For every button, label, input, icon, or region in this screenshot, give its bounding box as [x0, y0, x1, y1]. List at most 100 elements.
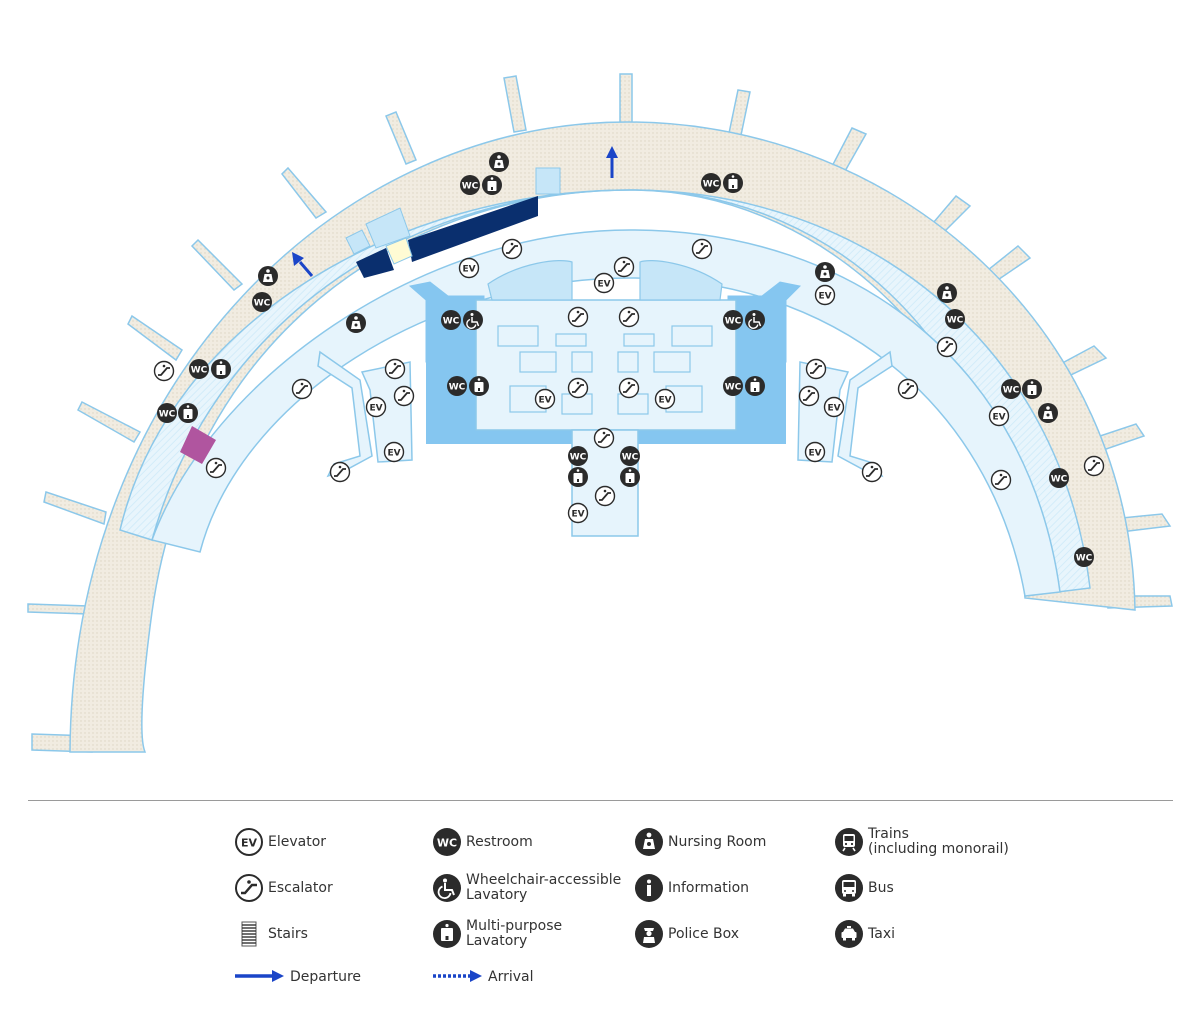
police-box-icon — [634, 919, 664, 949]
escalator-icon — [393, 385, 415, 407]
wheelchair-icon — [463, 310, 483, 330]
elevator-label: EV — [827, 404, 840, 414]
escalator-icon — [594, 485, 616, 507]
legend-label: Elevator — [268, 833, 327, 850]
legend-label: Escalator — [268, 879, 333, 896]
legend-label: Taxi — [868, 925, 895, 942]
restroom-icon: WC — [945, 309, 965, 329]
escalator-icon — [567, 377, 589, 399]
restroom-icon: WC — [447, 376, 467, 396]
restroom-icon: WC — [189, 359, 209, 379]
escalator-icon — [805, 358, 827, 380]
elevator-label: EV — [369, 404, 382, 414]
legend-item-stairs: Stairs — [234, 919, 308, 949]
legend-item-wheelchair: Wheelchair-accessible Lavatory — [432, 873, 621, 903]
navy-small-block — [356, 248, 394, 278]
navy-block — [408, 196, 538, 262]
legend-item-information: Information — [634, 873, 749, 903]
restroom-label: WC — [191, 366, 208, 376]
restroom-label: WC — [462, 182, 479, 192]
multipurpose-lavatory-icon — [469, 376, 489, 396]
restroom-icon: WC — [568, 446, 588, 466]
legend-item-bus: Bus — [834, 873, 894, 903]
multipurpose-lavatory-icon — [482, 175, 502, 195]
information-icon — [634, 873, 664, 903]
restroom-label: WC — [437, 837, 457, 850]
flow-arrows — [292, 146, 618, 277]
elevator-label: EV — [992, 413, 1005, 423]
legend-item-elevator: EV Elevator — [234, 827, 326, 857]
legend-item-taxi: Taxi — [834, 919, 895, 949]
legend-item-trains: Trains (including monorail) — [834, 827, 1009, 857]
special-areas — [180, 167, 561, 464]
escalator-icon — [205, 457, 227, 479]
legend-label: Bus — [868, 879, 894, 896]
elevator-label: EV — [462, 265, 475, 275]
escalator-icon — [234, 873, 264, 903]
nursing-room-icon — [489, 152, 509, 172]
escalator-icon — [593, 427, 615, 449]
restroom-label: WC — [1076, 554, 1093, 564]
elevator-label: EV — [808, 449, 821, 459]
nursing-room-icon — [634, 827, 664, 857]
elevator-label: EV — [658, 396, 671, 406]
legend-item-restroom: WC Restroom — [432, 827, 533, 857]
elevator-icon: EV — [383, 441, 405, 463]
nursing-room-icon — [1038, 403, 1058, 423]
legend-item-arrival: Arrival — [432, 962, 534, 992]
escalator-icon — [567, 306, 589, 328]
restroom-icon: WC — [157, 403, 177, 423]
restroom-label: WC — [449, 383, 466, 393]
elevator-icon: EV — [988, 405, 1010, 427]
restroom-icon: WC — [701, 173, 721, 193]
elevator-label: EV — [571, 510, 584, 520]
restroom-label: WC — [725, 383, 742, 393]
restroom-label: WC — [570, 453, 587, 463]
elevator-icon: EV — [567, 502, 589, 524]
wheelchair-icon — [432, 873, 462, 903]
elevator-icon: EV — [534, 388, 556, 410]
escalator-icon — [936, 336, 958, 358]
restroom-icon: WC — [252, 292, 272, 312]
restroom-label: WC — [622, 453, 639, 463]
restroom-label: WC — [725, 317, 742, 327]
facility-icons: WC WC WC EV EV EV WC WC WC WC EV EV WC EV EV WC WC WC EV EV… — [153, 152, 1105, 567]
elevator-icon: EV — [823, 396, 845, 418]
legend-label: Nursing Room — [668, 833, 767, 850]
escalator-icon — [613, 256, 635, 278]
escalator-icon — [501, 238, 523, 260]
departure-arrow-icon — [234, 962, 286, 992]
nursing-room-icon — [937, 283, 957, 303]
pale-block-a — [365, 207, 411, 249]
elevator-label: EV — [241, 837, 258, 850]
nursing-room-icon — [815, 262, 835, 282]
restroom-icon: WC — [723, 310, 743, 330]
multipurpose-lavatory-icon — [620, 467, 640, 487]
restroom-icon: WC — [723, 376, 743, 396]
restroom-label: WC — [947, 316, 964, 326]
legend-label: Arrival — [488, 968, 534, 985]
escalator-icon — [329, 461, 351, 483]
elevator-icon: EV — [804, 441, 826, 463]
elevator-label: EV — [818, 292, 831, 302]
escalator-icon — [990, 469, 1012, 491]
bus-icon — [834, 873, 864, 903]
elevator-label: EV — [387, 449, 400, 459]
restroom-icon: WC — [620, 446, 640, 466]
restroom-icon: WC — [1049, 468, 1069, 488]
legend-label: Police Box — [668, 925, 740, 942]
elevator-label: EV — [597, 280, 610, 290]
escalator-icon — [798, 385, 820, 407]
pale-block-b — [345, 229, 371, 255]
legend-label: Wheelchair-accessible Lavatory — [466, 872, 622, 903]
restroom-label: WC — [159, 410, 176, 420]
terminal-floor-map: WC WC WC EV EV EV WC WC WC WC EV EV WC EV EV WC WC WC EV EV… — [27, 73, 1173, 753]
legend-label: Restroom — [466, 833, 533, 850]
escalator-icon — [691, 238, 713, 260]
magenta-block — [180, 426, 216, 464]
legend-item-departure: Departure — [234, 962, 361, 992]
stairs-icon — [234, 919, 264, 949]
elevator-label: EV — [538, 396, 551, 406]
restroom-icon: WC — [1074, 547, 1094, 567]
elevator-icon: EV — [814, 284, 836, 306]
